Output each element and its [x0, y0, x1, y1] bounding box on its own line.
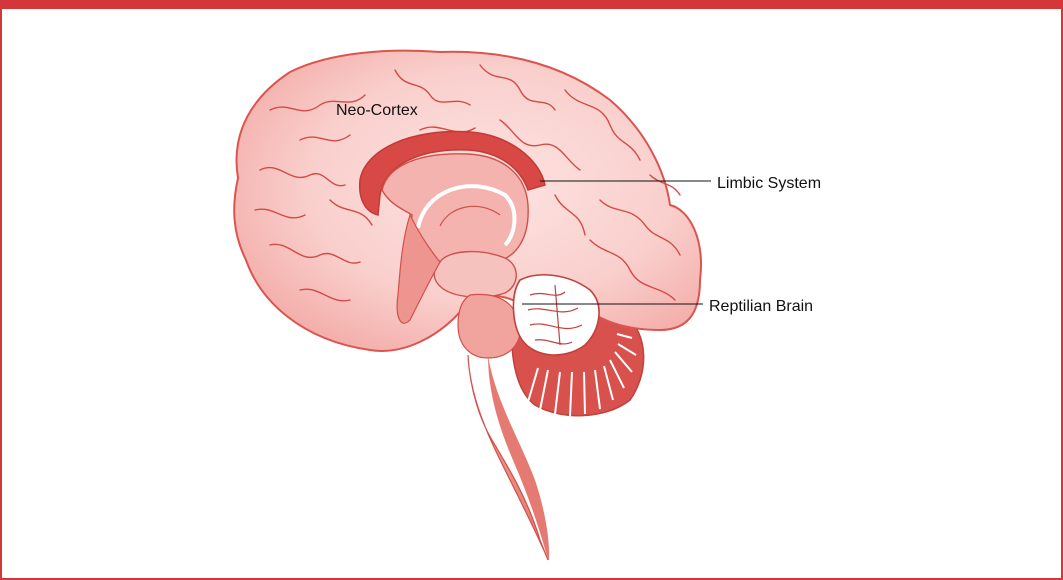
label-neo-cortex: Neo-Cortex: [336, 102, 418, 120]
label-reptilian-brain: Reptilian Brain: [709, 298, 813, 316]
pons: [458, 294, 520, 358]
label-limbic-system: Limbic System: [717, 175, 821, 193]
thalamus: [434, 252, 516, 298]
